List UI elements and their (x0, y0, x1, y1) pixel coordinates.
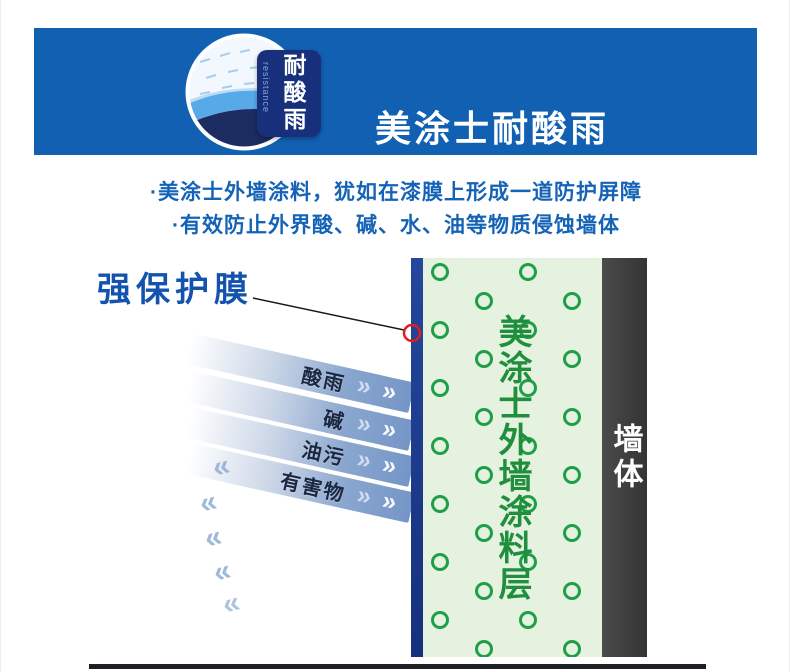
arrow-label: 碱 (320, 408, 348, 435)
chevron-icon: » (354, 444, 375, 475)
callout-line (252, 297, 405, 331)
badge-side-label: resistance (261, 62, 271, 114)
wall-panel: 墙体 (602, 258, 647, 657)
protective-film-layer (411, 258, 423, 657)
bottom-divider (89, 664, 706, 669)
paint-layer-panel: 美涂士外墙涂料层 (423, 258, 602, 657)
chevron-icon: » (354, 370, 375, 401)
intro-text: ·美涂士外墙涂料，犹如在漆膜上形成一道防护屏障 ·有效防止外界酸、碱、水、油等物… (1, 176, 789, 242)
page-title: 美涂士耐酸雨 (375, 108, 610, 149)
reflect-chevron-icon: « (201, 519, 226, 556)
reflect-chevron-icon: « (196, 484, 221, 521)
chevron-icon: » (379, 375, 400, 407)
chevron-icon: » (354, 408, 375, 439)
arrow-label: 油污 (299, 439, 348, 471)
chevron-icon: » (379, 485, 400, 517)
header-banner: 美涂士耐酸雨 (34, 28, 757, 155)
intro-line-2: ·有效防止外界酸、碱、水、油等物质侵蚀墙体 (172, 214, 620, 237)
resistance-badge: resistance 耐酸雨 (257, 50, 321, 137)
badge-label: 耐酸雨 (280, 53, 306, 134)
arrow-label: 酸雨 (299, 365, 348, 397)
film-callout-label: 强保护膜 (97, 271, 253, 309)
reflect-chevron-icon: « (210, 553, 235, 590)
chevron-icon: » (379, 449, 400, 481)
chevron-icon: » (354, 480, 375, 511)
intro-line-1: ·美涂士外墙涂料，犹如在漆膜上形成一道防护屏障 (150, 181, 642, 204)
bubble-pattern (423, 258, 602, 657)
chevron-icon: » (379, 413, 400, 445)
wall-label: 墙体 (608, 422, 642, 493)
paint-layer-label: 美涂士外墙涂料层 (493, 313, 531, 602)
reflect-chevron-icon: « (219, 585, 244, 622)
